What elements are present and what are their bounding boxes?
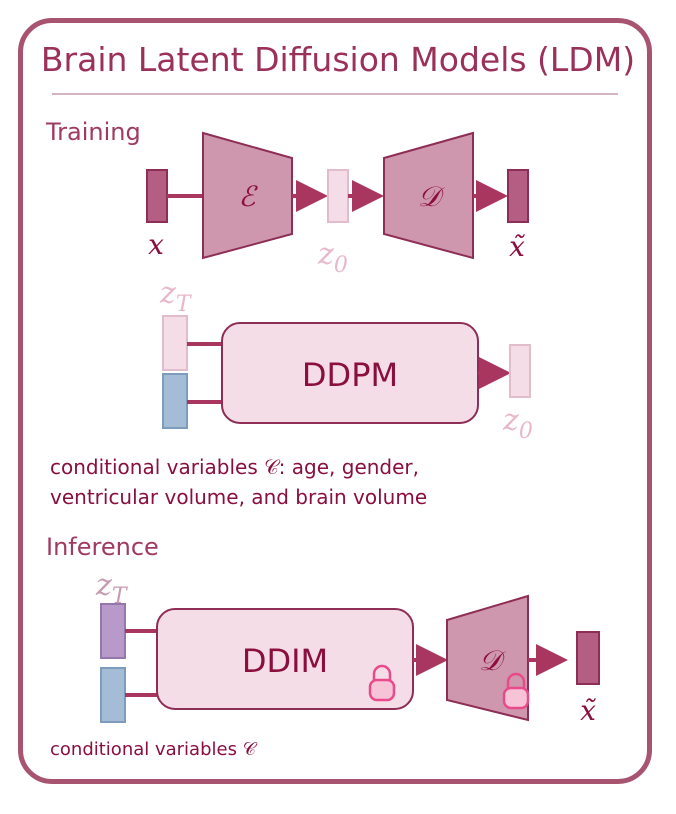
- ddim-label: DDIM: [242, 642, 328, 680]
- decoder-lock-icon: [502, 672, 530, 710]
- inference-condition-caption: conditional variables 𝒞: [50, 739, 256, 760]
- encoder-label: ℰ: [239, 180, 259, 213]
- ddpm-noise-label: zT: [159, 276, 193, 317]
- training-condition-line-1: conditional variables 𝒞: age, gender,: [50, 455, 420, 479]
- ddpm-output-block: [509, 344, 531, 398]
- ddpm-label: DDPM: [302, 356, 398, 394]
- training-heading: Training: [46, 118, 141, 146]
- ddpm-output-label: z0: [502, 403, 533, 444]
- latent-z0-block: [327, 169, 349, 223]
- title-divider: [52, 93, 618, 95]
- ddim-noise-label: zT: [95, 568, 129, 609]
- training-condition-caption: conditional variables 𝒞: age, gender, ve…: [50, 452, 427, 512]
- ddpm-output-sub: 0: [519, 419, 533, 444]
- training-condition-line-2: ventricular volume, and brain volume: [50, 485, 428, 509]
- ddpm-condition-block: [162, 373, 188, 429]
- output-xtilde-label: x̃: [509, 230, 525, 263]
- latent-z-sub: 0: [334, 253, 348, 278]
- ddpm-noise-sub: T: [176, 292, 193, 317]
- diagram-title: Brain Latent Diffusion Models (LDM): [40, 40, 636, 79]
- latent-z-letter: z: [317, 237, 334, 272]
- input-x-label: x: [148, 228, 164, 261]
- latent-z-label: z0: [317, 237, 348, 278]
- ddim-noise-block: [100, 603, 126, 659]
- encoder-trapezoid: [202, 131, 293, 260]
- input-x-block: [146, 169, 168, 223]
- ddim-noise-sub: T: [112, 584, 129, 609]
- inference-output-label: x̃: [580, 694, 596, 727]
- ddim-condition-block: [100, 667, 126, 723]
- ddim-noise-letter: z: [95, 568, 112, 603]
- output-xtilde-block: [507, 169, 529, 223]
- inference-heading: Inference: [46, 533, 159, 561]
- ddpm-noise-block: [162, 315, 188, 371]
- ddim-lock-icon: [368, 664, 396, 702]
- diagram-frame: [18, 18, 652, 784]
- inference-output-block: [576, 631, 600, 685]
- decoder-trapezoid: [383, 131, 474, 260]
- ddpm-output-letter: z: [502, 403, 519, 438]
- ddpm-noise-letter: z: [159, 276, 176, 311]
